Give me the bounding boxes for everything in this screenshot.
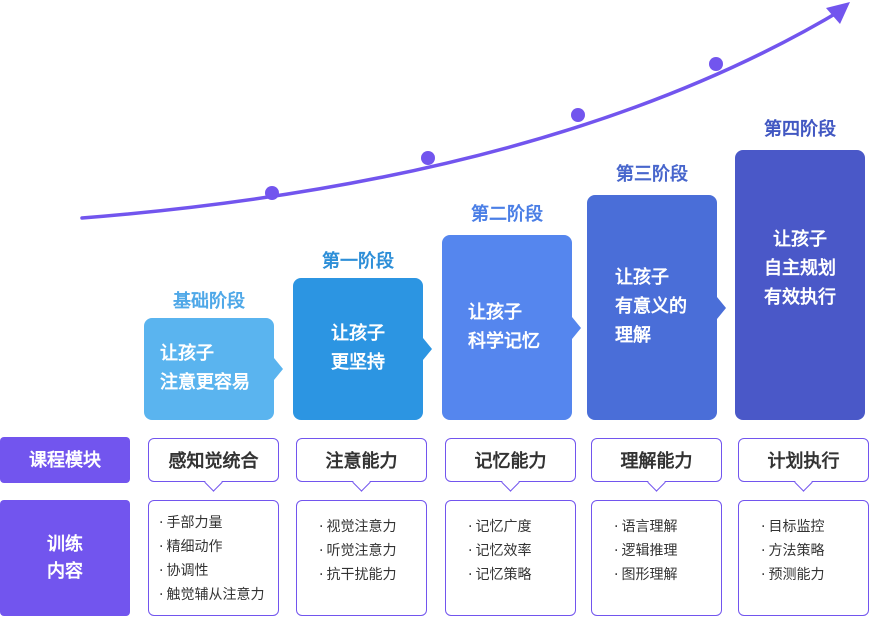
training-item: 图形理解: [592, 563, 721, 587]
stage-box-line: 有意义的: [615, 296, 687, 318]
stage-box-stage-2: 让孩子 科学记忆: [442, 235, 581, 420]
training-box-attention: 视觉注意力 听觉注意力 抗干扰能力: [296, 500, 427, 616]
module-sensory-integration: 感知觉统合: [148, 438, 279, 492]
module-label: 理解能力: [620, 451, 693, 472]
training-item: 预测能力: [739, 563, 868, 587]
training-item: 记忆广度: [446, 515, 575, 539]
row-label-modules: 课程模块: [0, 437, 130, 483]
training-box-sensory: 手部力量 精细动作 协调性 触觉辅从注意力: [148, 500, 279, 616]
chevron-right-icon: [423, 338, 432, 360]
stage-box-line: 让孩子: [773, 229, 827, 250]
module-label: 记忆能力: [474, 451, 547, 472]
stage-title-foundation: 基础阶段: [173, 291, 245, 312]
milestone-dot-3: [571, 108, 585, 122]
row-label-modules-text: 课程模块: [29, 449, 101, 471]
milestone-dot-2: [421, 151, 435, 165]
stage-box-line: 让孩子: [615, 267, 669, 289]
stage-box-line: 让孩子: [468, 301, 522, 323]
chevron-right-icon: [717, 296, 726, 319]
stage-title-stage-4: 第四阶段: [764, 119, 836, 140]
module-label: 注意能力: [325, 451, 398, 472]
module-memory: 记忆能力: [445, 438, 576, 492]
stage-box-foundation: 让孩子 注意更容易: [144, 318, 283, 420]
training-item: 目标监控: [739, 515, 868, 539]
training-item: 听觉注意力: [297, 539, 426, 563]
training-box-memory: 记忆广度 记忆效率 记忆策略: [445, 500, 576, 616]
stage-box-stage-1: 让孩子 更坚持: [293, 278, 432, 420]
module-comprehension: 理解能力: [591, 438, 722, 492]
chevron-right-icon: [274, 358, 283, 380]
training-item: 协调性: [149, 559, 278, 583]
stage-box-line: 让孩子: [331, 323, 385, 345]
training-box-planning: 目标监控 方法策略 预测能力: [738, 500, 869, 616]
training-item: 手部力量: [149, 511, 278, 535]
training-item: 方法策略: [739, 539, 868, 563]
training-item: 视觉注意力: [297, 515, 426, 539]
milestone-dot-4: [709, 57, 723, 71]
stage-box-line: 自主规划: [764, 257, 836, 279]
training-item: 精细动作: [149, 535, 278, 559]
training-item: 记忆策略: [446, 563, 575, 587]
training-item: 逻辑推理: [592, 539, 721, 563]
training-item: 语言理解: [592, 515, 721, 539]
training-item: 触觉辅从注意力: [149, 583, 278, 607]
row-label-training-line2: 内容: [47, 561, 83, 582]
stage-title-stage-2: 第二阶段: [471, 204, 543, 225]
stage-box-line: 让孩子: [160, 343, 214, 365]
training-item: 记忆效率: [446, 539, 575, 563]
training-item: 抗干扰能力: [297, 563, 426, 587]
stage-box-line: 科学记忆: [468, 330, 540, 352]
stage-box-line: 更坚持: [331, 352, 385, 373]
row-label-training-line1: 训练: [47, 534, 83, 555]
stage-box-stage-4: 让孩子 自主规划 有效执行: [735, 150, 865, 420]
milestone-dot-1: [265, 186, 279, 200]
module-label: 感知觉统合: [168, 451, 259, 472]
growth-curve-line: [80, 6, 847, 220]
stage-box-line: 有效执行: [764, 286, 836, 308]
module-attention: 注意能力: [296, 438, 427, 492]
training-box-comprehension: 语言理解 逻辑推理 图形理解: [591, 500, 722, 616]
stage-box-stage-3: 让孩子 有意义的 理解: [587, 195, 726, 420]
stage-title-stage-3: 第三阶段: [616, 164, 688, 185]
growth-curve-arrowhead: [826, 2, 850, 24]
chevron-right-icon: [572, 316, 581, 339]
stage-box-line: 注意更容易: [160, 372, 250, 393]
module-planning: 计划执行: [738, 438, 869, 492]
stage-box-line: 理解: [615, 324, 651, 346]
stage-title-stage-1: 第一阶段: [322, 251, 394, 272]
row-label-training: 训练 内容: [0, 500, 130, 616]
module-label: 计划执行: [767, 451, 840, 472]
